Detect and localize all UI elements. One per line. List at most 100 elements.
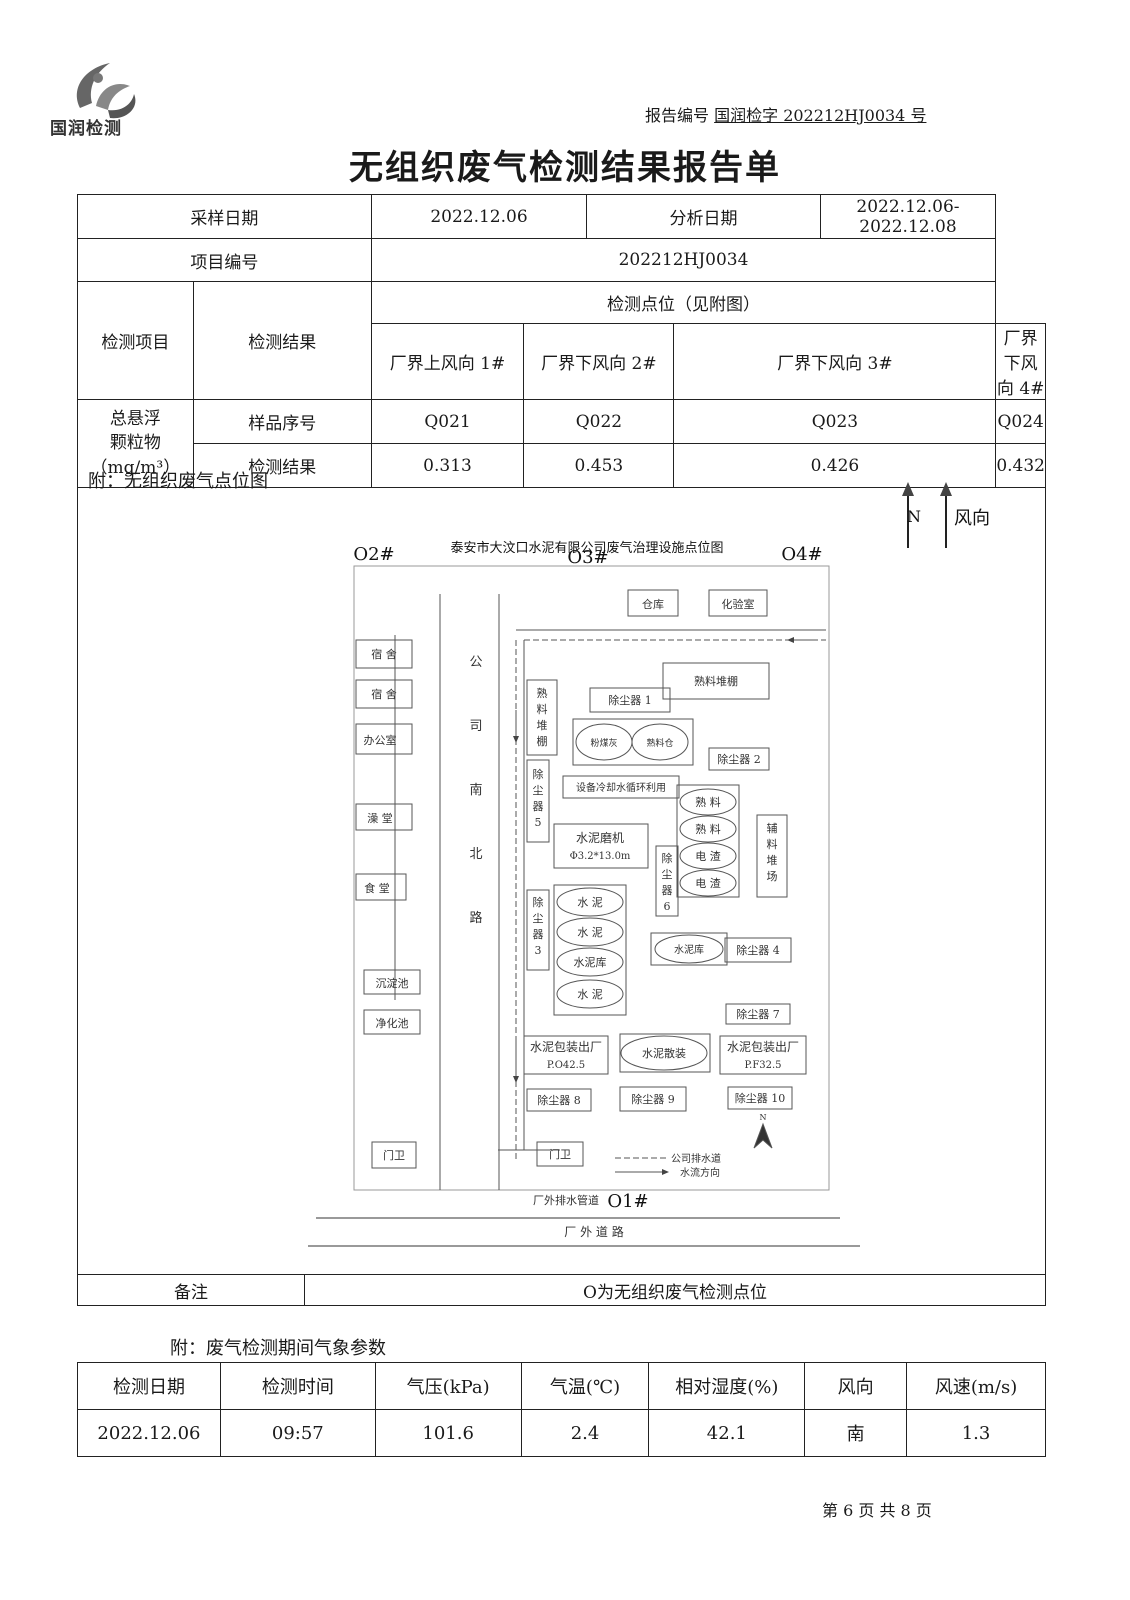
cement-silo-3: 水泥库 xyxy=(574,956,607,969)
point-2: 厂界下风向 2# xyxy=(523,323,675,400)
pack-1-line-1: 水泥包装出厂 xyxy=(530,1040,602,1054)
item-name: 总悬浮 颗粒物 （mg/m³） xyxy=(77,399,194,488)
dust3-char-2: 尘 xyxy=(533,912,544,925)
weather-temp: 2.4 xyxy=(520,1409,650,1457)
bld-settle: 沉淀池 xyxy=(376,976,409,990)
point-1: 厂界上风向 1# xyxy=(370,323,525,400)
analysis-date: 2022.12.06-2022.12.08 xyxy=(819,194,997,239)
bld-bath: 澡 堂 xyxy=(367,812,393,825)
point-o2: O2# xyxy=(353,544,394,565)
point-o4: O4# xyxy=(781,544,822,565)
dust3-char-3: 器 xyxy=(533,928,544,941)
cooling-water: 设备冷却水循环利用 xyxy=(576,781,666,794)
point-4: 厂界下风向 4# xyxy=(995,323,1046,400)
cement-mill-line-1: 水泥磨机 xyxy=(576,831,624,845)
weather-wind-speed: 1.3 xyxy=(906,1409,1046,1457)
item-header: 检测项目 xyxy=(77,281,194,400)
bld-gate-2: 门卫 xyxy=(549,1147,571,1161)
weather-wind-dir: 南 xyxy=(804,1409,908,1457)
dust-collector-9: 除尘器 9 xyxy=(631,1092,675,1106)
dust-collector-10: 除尘器 10 xyxy=(735,1091,786,1105)
weather-header-date: 检测日期 xyxy=(77,1362,221,1410)
company-logo xyxy=(76,63,136,119)
remark-label: 备注 xyxy=(77,1274,305,1306)
aux-char-1: 辅 xyxy=(767,821,778,835)
weather-caption: 附：废气检测期间气象参数 xyxy=(170,1338,386,1359)
dust-collector-8: 除尘器 8 xyxy=(537,1093,581,1107)
item-name-line-1: 总悬浮 xyxy=(109,408,161,429)
bld-warehouse: 仓库 xyxy=(642,597,664,611)
pack-1-line-2: P.O42.5 xyxy=(547,1060,585,1071)
legend-flow: 水流方向 xyxy=(680,1166,720,1179)
value-1: 0.313 xyxy=(370,443,525,488)
attachment-label: 附：无组织废气点位图 xyxy=(88,471,268,492)
bld-clinker-shed: 熟料堆棚 xyxy=(694,674,738,688)
weather-header-time: 检测时间 xyxy=(219,1362,376,1410)
dust-collector-4: 除尘器 4 xyxy=(736,943,780,957)
weather-date: 2022.12.06 xyxy=(77,1409,221,1457)
road-char-1: 公 xyxy=(469,655,482,670)
sampling-date: 2022.12.06 xyxy=(370,194,588,239)
value-label: 检测结果 xyxy=(192,443,372,488)
dust5-char-2: 尘 xyxy=(533,784,544,797)
road-char-2: 司 xyxy=(469,719,482,734)
clinker-pile-char-2: 料 xyxy=(537,702,548,716)
item-name-line-3: （mg/m³） xyxy=(90,457,181,478)
bld-lab: 化验室 xyxy=(722,597,755,611)
sample-label: 样品序号 xyxy=(192,399,372,444)
point-o1: O1# xyxy=(607,1191,648,1212)
site-map: N 风向 泰安市大汶口水泥有限公司废气治理设施点位图 O2# O3# O4# O… xyxy=(308,482,990,1247)
silo-b: 熟料仓 xyxy=(646,737,673,749)
wind-direction-label: 风向 xyxy=(954,508,990,529)
page-number: 第 6 页 共 8 页 xyxy=(822,1501,932,1520)
bld-dorm-1: 宿 舍 xyxy=(371,647,397,661)
map-frame xyxy=(77,464,1046,1274)
wind-north-label: N xyxy=(907,507,921,526)
weather-header-pressure: 气压(kPa) xyxy=(374,1362,522,1410)
cement-bulk: 水泥散装 xyxy=(642,1046,686,1060)
value-4: 0.432 xyxy=(995,443,1046,488)
weather-header-wind-dir: 风向 xyxy=(804,1362,908,1410)
clinker-pile-char-1: 熟 xyxy=(537,686,548,700)
cement-silo-2: 水 泥 xyxy=(577,926,603,939)
dust5-char-1: 除 xyxy=(533,767,544,781)
round-silo-3: 电 渣 xyxy=(695,849,721,863)
point-o3: O3# xyxy=(567,547,608,568)
cement-store: 水泥库 xyxy=(674,943,704,956)
weather-table: 检测日期 检测时间 气压(kPa) 气温(℃) 相对湿度(%) 风向 风速(m/… xyxy=(77,1362,1046,1457)
sampling-date-label: 采样日期 xyxy=(77,194,372,239)
dust-collector-1: 除尘器 1 xyxy=(608,693,652,707)
cement-silo-1: 水 泥 xyxy=(577,896,603,909)
page-title: 无组织废气检测结果报告单 xyxy=(349,148,781,188)
dust6-char-1: 除 xyxy=(662,851,673,865)
clinker-pile-char-3: 堆 xyxy=(537,719,548,732)
cement-silo-4: 水 泥 xyxy=(577,988,603,1001)
logo-text: 国润检测 xyxy=(50,119,122,139)
cement-mill-line-2: Φ3.2*13.0m xyxy=(570,851,631,862)
project-no: 202212HJ0034 xyxy=(370,238,997,282)
result-header: 检测结果 xyxy=(192,281,372,400)
weather-header-temp: 气温(℃) xyxy=(520,1362,650,1410)
aux-char-2: 料 xyxy=(767,837,778,851)
item-name-line-2: 颗粒物 xyxy=(109,433,161,454)
pack-2-line-2: P.F32.5 xyxy=(744,1060,781,1071)
bld-purify: 净化池 xyxy=(376,1016,409,1030)
dust6-char-2: 尘 xyxy=(662,868,673,881)
bld-canteen: 食 堂 xyxy=(364,881,390,895)
bld-office: 办公室 xyxy=(364,733,397,747)
remark-value: O为无组织废气检测点位 xyxy=(304,1274,1046,1306)
sample-4: Q024 xyxy=(995,399,1046,444)
round-silo-4: 电 渣 xyxy=(695,876,721,890)
dust5-char-3: 器 xyxy=(533,800,544,813)
aux-char-4: 场 xyxy=(767,869,778,883)
analysis-date-label: 分析日期 xyxy=(586,194,821,239)
weather-header-wind-speed: 风速(m/s) xyxy=(906,1362,1046,1410)
dust6-char-4: 6 xyxy=(664,900,671,913)
outside-pipe: 厂外排水管道 xyxy=(533,1193,599,1207)
point-3: 厂界下风向 3# xyxy=(673,323,997,400)
road-char-4: 北 xyxy=(469,847,482,862)
dust-collector-7: 除尘器 7 xyxy=(736,1007,780,1021)
project-no-label: 项目编号 xyxy=(77,238,372,282)
remark-table: 备注 O为无组织废气检测点位 xyxy=(77,1274,1046,1306)
sample-1: Q021 xyxy=(370,399,525,444)
